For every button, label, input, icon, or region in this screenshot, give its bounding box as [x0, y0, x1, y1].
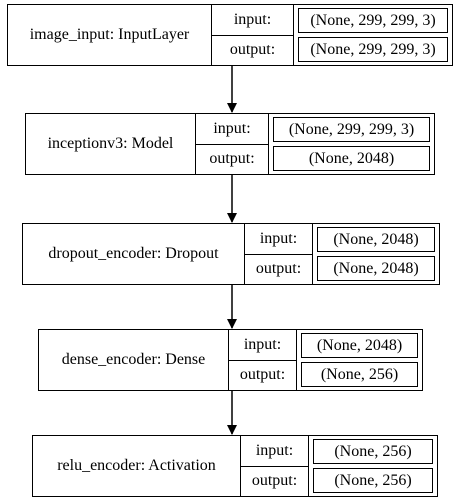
io-labels: input: output: — [241, 436, 309, 496]
io-shapes: (None, 2048) (None, 2048) — [313, 224, 439, 284]
input-label: input: — [212, 5, 293, 36]
layer-name: inceptionv3: Model — [26, 114, 196, 174]
layer-name: relu_encoder: Activation — [33, 436, 241, 496]
io-labels: input: output: — [245, 224, 313, 284]
input-shape: (None, 2048) — [301, 333, 418, 358]
input-label: input: — [241, 436, 308, 467]
layer-node-dense-encoder[interactable]: dense_encoder: Dense input: output: (Non… — [38, 329, 423, 391]
input-label: input: — [245, 224, 312, 255]
input-shape: (None, 2048) — [317, 227, 435, 252]
layer-name: image_input: InputLayer — [8, 5, 212, 65]
output-label: output: — [251, 472, 298, 489]
io-shapes: (None, 256) (None, 256) — [309, 436, 437, 496]
output-shape: (None, 299, 299, 3) — [298, 37, 448, 62]
io-labels: input: output: — [229, 330, 297, 390]
layer-node-relu-encoder[interactable]: relu_encoder: Activation input: output: … — [32, 435, 438, 497]
input-shape: (None, 256) — [313, 439, 433, 464]
layer-name: dense_encoder: Dense — [39, 330, 229, 390]
output-shape: (None, 2048) — [317, 256, 435, 281]
io-labels: input: output: — [196, 114, 269, 174]
io-labels: input: output: — [212, 5, 294, 65]
output-label: output: — [229, 41, 276, 58]
output-label: output: — [239, 366, 286, 383]
output-label: output: — [209, 150, 255, 167]
input-label: input: — [196, 114, 268, 145]
layer-node-image-input[interactable]: image_input: InputLayer input: output: (… — [7, 4, 453, 66]
output-shape: (None, 256) — [301, 362, 418, 387]
input-shape: (None, 299, 299, 3) — [298, 8, 448, 33]
input-label: input: — [229, 330, 296, 361]
io-shapes: (None, 299, 299, 3) (None, 2048) — [269, 114, 434, 174]
output-shape: (None, 2048) — [273, 146, 430, 171]
layer-node-dropout-encoder[interactable]: dropout_encoder: Dropout input: output: … — [22, 223, 440, 285]
layer-node-inceptionv3[interactable]: inceptionv3: Model input: output: (None,… — [25, 113, 435, 175]
input-shape: (None, 299, 299, 3) — [273, 117, 430, 142]
output-label: output: — [255, 260, 302, 277]
output-shape: (None, 256) — [313, 468, 433, 493]
io-shapes: (None, 2048) (None, 256) — [297, 330, 422, 390]
io-shapes: (None, 299, 299, 3) (None, 299, 299, 3) — [294, 5, 452, 65]
layer-name: dropout_encoder: Dropout — [23, 224, 245, 284]
